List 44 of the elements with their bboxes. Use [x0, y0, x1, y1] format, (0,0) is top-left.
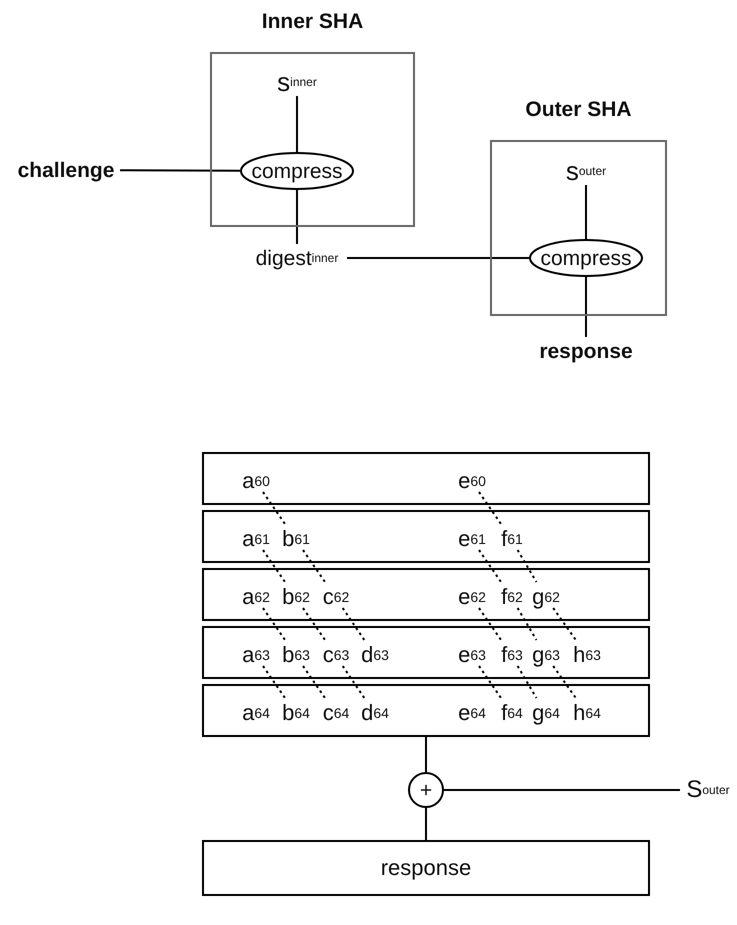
- state-row: [202, 452, 650, 505]
- dotted-line: [262, 665, 286, 699]
- connector-line: [296, 96, 298, 152]
- input-label: S$^{outer}$: [680, 775, 736, 805]
- connector-line: [296, 190, 298, 244]
- state-row: [202, 684, 650, 737]
- dotted-line: [478, 491, 502, 525]
- connector-line: [585, 185, 587, 239]
- input-label: s$^{outer}$: [561, 157, 611, 185]
- process-ellipse: compress: [529, 239, 643, 277]
- dotted-line: [516, 608, 538, 640]
- dotted-line: [478, 549, 502, 583]
- state-row: [202, 568, 650, 621]
- dotted-line: [552, 607, 577, 641]
- output-label: response: [526, 337, 646, 365]
- dotted-line: [262, 607, 286, 641]
- output-box: response: [202, 840, 650, 896]
- dotted-line: [262, 491, 286, 525]
- dotted-line: [478, 607, 502, 641]
- input-label: s$^{inner}$: [272, 68, 322, 96]
- dotted-line: [478, 665, 502, 699]
- dotted-line: [342, 665, 366, 699]
- connector-line: [585, 277, 587, 337]
- group-title: Inner SHA: [260, 8, 364, 34]
- process-ellipse: compress: [240, 152, 354, 190]
- connector-line: [347, 257, 529, 259]
- state-row: [202, 626, 650, 679]
- connector-line: [425, 737, 427, 772]
- dotted-line: [262, 549, 286, 583]
- connector-line: [444, 789, 680, 791]
- dotted-line: [342, 607, 366, 641]
- dotted-line: [302, 549, 326, 583]
- dotted-line: [552, 665, 577, 699]
- state-row: [202, 510, 650, 563]
- connector-line: [120, 169, 240, 172]
- dotted-line: [516, 666, 538, 698]
- connector-line: [425, 808, 427, 840]
- adder-circle: +: [408, 772, 444, 808]
- group-title: Outer SHA: [524, 96, 633, 122]
- dotted-line: [516, 550, 538, 582]
- dotted-line: [302, 665, 326, 699]
- dotted-line: [302, 607, 326, 641]
- output-label: digest$^{inner}$: [247, 244, 347, 272]
- input-label: challenge: [12, 156, 120, 184]
